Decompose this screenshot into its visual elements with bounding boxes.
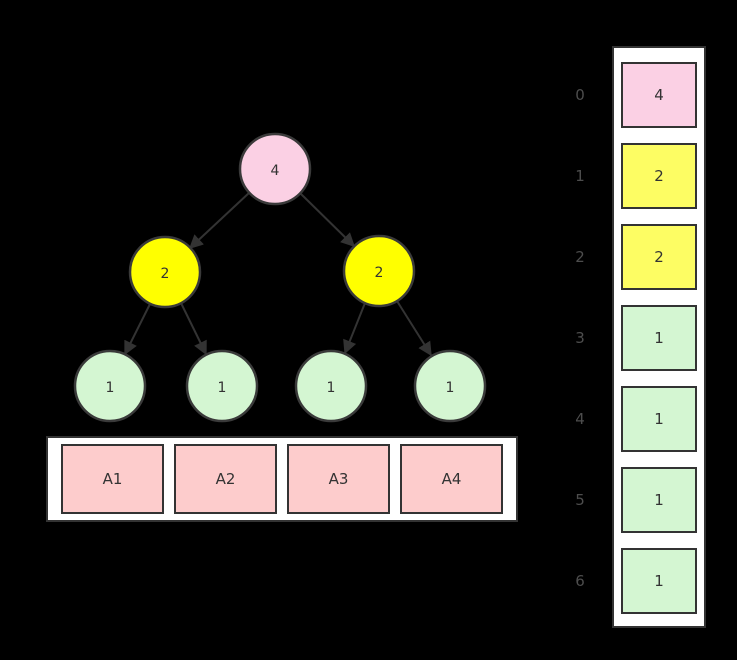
array-cell-a4: A4 [400, 444, 503, 514]
heap-cell-2: 2 [621, 224, 697, 290]
tree-node-left-circle [128, 235, 202, 309]
tree-node-root: 4 [238, 132, 312, 206]
tree-node-right: 2 [342, 234, 416, 308]
tree-node-leaf4: 1 [413, 349, 487, 423]
edge-root-to-left-icon [188, 191, 251, 249]
heap-cell-4: 1 [621, 386, 697, 452]
tree-node-leaf1-value: 1 [106, 380, 115, 396]
tree-node-right-circle [342, 234, 416, 308]
edge-right-to-leaf4-icon [396, 300, 432, 357]
tree-node-leaf3-value: 1 [327, 380, 336, 396]
array-cell-a3: A3 [287, 444, 390, 514]
heap-cell-1: 2 [621, 143, 697, 209]
heap-index-1: 1 [575, 167, 585, 185]
array-cell-a2: A2 [174, 444, 277, 514]
heap-index-3: 3 [575, 329, 585, 347]
edge-left-to-leaf2-icon [180, 302, 207, 356]
tree-node-left-value: 2 [161, 266, 170, 282]
tree-node-leaf2-value: 1 [218, 380, 227, 396]
segment-tree: 4 2 2 1 1 1 1 [73, 132, 487, 423]
heap-array-container: 4 2 2 1 1 1 1 [612, 46, 706, 628]
heap-cell-0: 4 [621, 62, 697, 128]
heap-index-2: 2 [575, 248, 585, 266]
tree-node-right-value: 2 [375, 265, 384, 281]
tree-node-leaf4-value: 1 [446, 380, 455, 396]
input-array-container: A1 A2 A3 A4 [46, 436, 518, 522]
tree-node-leaf1: 1 [73, 349, 147, 423]
tree-node-leaf2-circle [185, 349, 259, 423]
heap-cell-6: 1 [621, 548, 697, 614]
tree-node-leaf3: 1 [294, 349, 368, 423]
heap-index-6: 6 [575, 572, 585, 590]
edge-root-to-right-icon [299, 192, 355, 247]
heap-index-0: 0 [575, 86, 585, 104]
heap-index-4: 4 [575, 410, 585, 428]
tree-node-leaf2: 1 [185, 349, 259, 423]
edge-right-to-leaf3-icon [343, 302, 366, 355]
tree-node-leaf1-circle [73, 349, 147, 423]
tree-node-leaf4-circle [413, 349, 487, 423]
tree-node-left: 2 [128, 235, 202, 309]
heap-index-5: 5 [575, 491, 585, 509]
tree-node-root-value: 4 [271, 163, 280, 179]
edge-left-to-leaf1-icon [124, 303, 151, 356]
heap-cell-3: 1 [621, 305, 697, 371]
tree-node-root-circle [238, 132, 312, 206]
heap-cell-5: 1 [621, 467, 697, 533]
tree-node-leaf3-circle [294, 349, 368, 423]
heap-index-column: 0 1 2 3 4 5 6 [558, 46, 602, 628]
array-cell-a1: A1 [61, 444, 164, 514]
